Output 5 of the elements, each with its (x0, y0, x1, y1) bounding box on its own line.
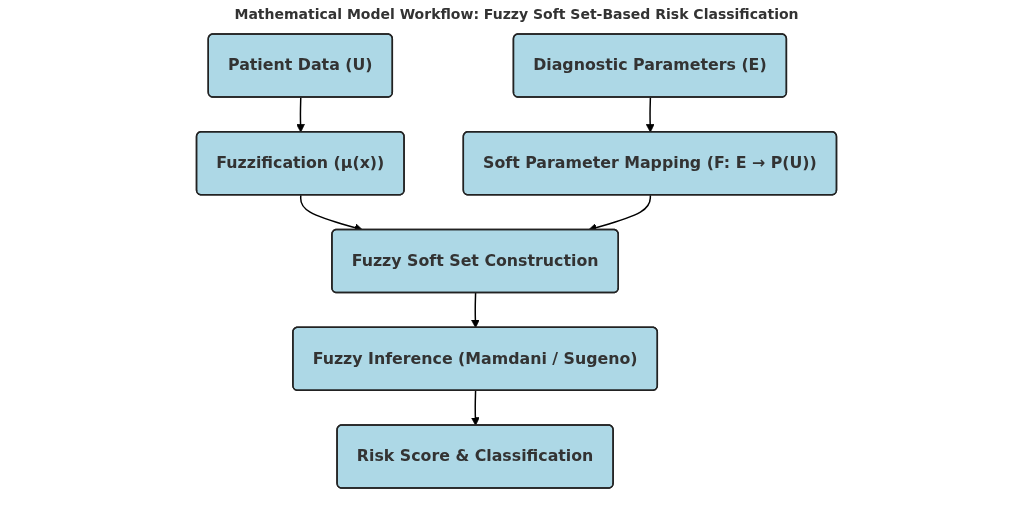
diagram-title: Mathematical Model Workflow: Fuzzy Soft Set-Based Risk Classification (233, 6, 800, 22)
arrow (645, 96, 655, 133)
arrow (471, 292, 480, 329)
arrow (296, 96, 305, 133)
arrow (471, 390, 480, 426)
